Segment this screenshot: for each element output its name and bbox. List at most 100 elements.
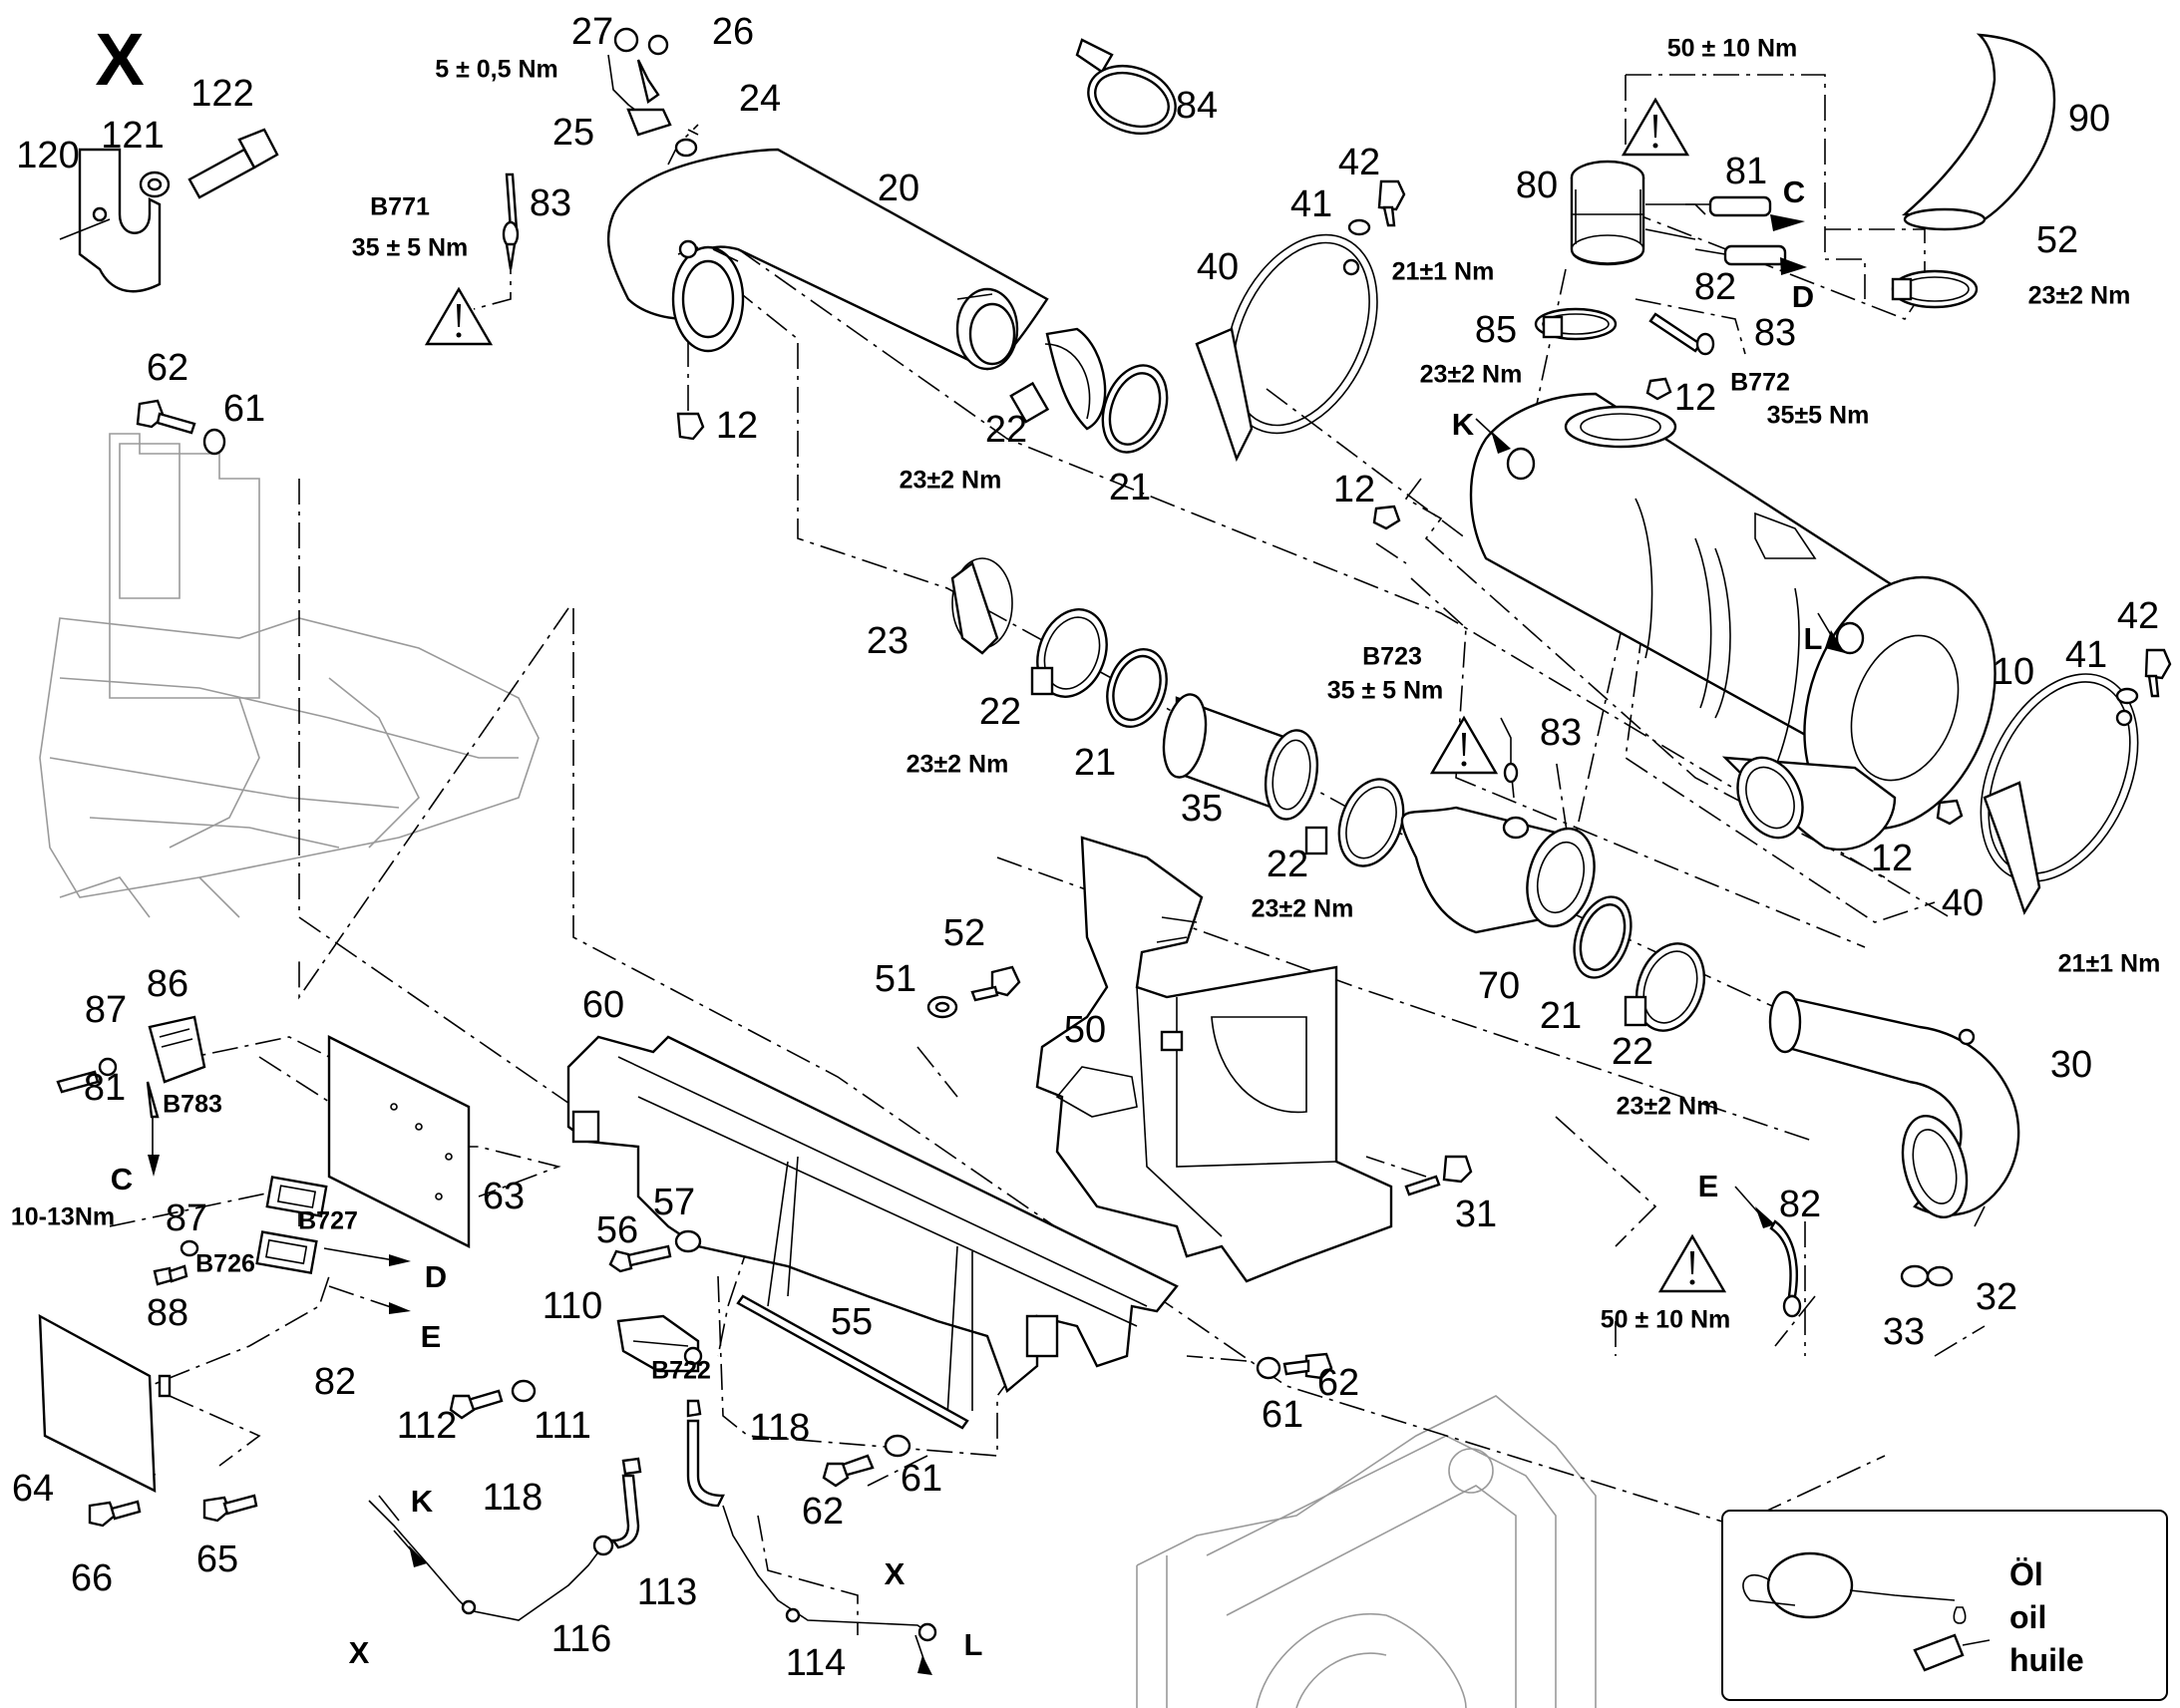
part-20-exhaust-pipe[interactable] [606, 148, 1049, 371]
part-60-cross-member[interactable] [566, 1035, 1179, 1417]
part-50-mounting-bracket[interactable] [1035, 836, 1393, 1283]
part-110-pressure-sensor[interactable] [616, 1314, 703, 1373]
part-84-cable-tie[interactable] [1075, 38, 1185, 145]
part-35-pipe[interactable] [1158, 691, 1323, 823]
part-25-temp-sensor[interactable] [607, 27, 699, 158]
part-81-pressure-sensor-top[interactable] [1685, 195, 1772, 217]
part-82-temp-sensor-top[interactable] [1694, 244, 1787, 266]
part-85-clamp[interactable] [1534, 307, 1618, 341]
torques-t7: 35±5 Nm [1767, 402, 1870, 430]
parts-p62b: 62 [1317, 1362, 1359, 1404]
part-52-bolt-mid[interactable] [970, 965, 1021, 1002]
part-57-washer[interactable] [674, 1229, 702, 1253]
part-121-washer[interactable] [139, 171, 171, 198]
parts-p41b: 41 [2065, 634, 2107, 676]
part-23-bracket[interactable] [950, 557, 1013, 655]
part-62-bolt-mid[interactable] [1282, 1352, 1333, 1380]
part-21-seal-lower[interactable] [1564, 889, 1641, 986]
part-22-clamp-bottom[interactable] [1624, 934, 1716, 1040]
part-30-elbow-pipe[interactable] [1768, 990, 2020, 1224]
part-62-bolt-lower[interactable] [822, 1454, 875, 1488]
part-114-pipe[interactable] [722, 1505, 937, 1642]
parts-p24: 24 [739, 78, 781, 120]
part-65-bolt[interactable] [202, 1494, 258, 1523]
part-21-seal-mid[interactable] [1097, 641, 1177, 735]
part-51-washer[interactable] [926, 995, 958, 1019]
sensor_codes-B726: B726 [195, 1250, 255, 1278]
part-82-sensor-b726[interactable] [255, 1230, 318, 1275]
part-22-clamp-lower[interactable] [1304, 770, 1415, 874]
parts-p88: 88 [147, 1292, 188, 1334]
letter_markers-D2: D [425, 1259, 447, 1294]
part-66-bolt[interactable] [88, 1500, 142, 1528]
part-87-screw-top[interactable] [56, 1057, 118, 1094]
parts-p82b: 82 [1779, 1184, 1821, 1225]
part-21-seal-top[interactable] [1091, 356, 1178, 461]
parts-p41a: 41 [1290, 183, 1332, 225]
parts-p32: 32 [1976, 1276, 2017, 1318]
part-41-washer-right[interactable] [2115, 687, 2139, 705]
parts-p122: 122 [190, 73, 253, 115]
part-32-washer[interactable] [1926, 1265, 1954, 1287]
parts-p81a: 81 [1725, 151, 1767, 192]
part-83-pressure-line[interactable] [502, 172, 520, 270]
part-83-pressure-line-top[interactable] [1648, 312, 1715, 356]
parts-p85: 85 [1475, 309, 1517, 351]
letter_markers-L1: L [1804, 621, 1823, 656]
warning-triangle-1 [424, 286, 494, 346]
parts-p50: 50 [1064, 1009, 1106, 1051]
part-83-pressure-line-mid[interactable] [1500, 717, 1519, 799]
torques-t2: 35 ± 5 Nm [352, 234, 469, 262]
part-70-catalyst[interactable] [1400, 806, 1605, 934]
part-81-pressure-sensor-bottom[interactable] [146, 1081, 160, 1157]
part-33-nut[interactable] [1900, 1264, 1930, 1288]
part-42-bolt-top[interactable] [1377, 179, 1406, 227]
part-63-sensor-plate[interactable] [327, 1035, 471, 1248]
part-61-washer-topleft[interactable] [202, 428, 226, 456]
part-10-muffler[interactable] [1469, 392, 2028, 855]
part-31-bolt[interactable] [1404, 1155, 1473, 1196]
part-22-clamp-mid[interactable] [1026, 599, 1119, 706]
part-61-washer-lower[interactable] [884, 1434, 911, 1458]
part-112-bolt[interactable] [449, 1389, 504, 1420]
parts-p66: 66 [71, 1557, 113, 1599]
part-56-bolt[interactable] [608, 1244, 672, 1273]
oil-legend-line-3: huile [2009, 1642, 2084, 1678]
part-118-hose-clip[interactable] [621, 1399, 702, 1476]
oil-legend-line-2: oil [2009, 1599, 2046, 1635]
part-42-bolt-right[interactable] [2144, 648, 2172, 698]
torques-t8: 23±2 Nm [900, 467, 1002, 495]
part-80-sensor-housing[interactable] [1570, 160, 1706, 266]
part-90-tailpipe[interactable] [1902, 33, 2056, 231]
direction-arrows [148, 214, 1845, 1675]
part-12-nut-d[interactable] [1936, 799, 1964, 826]
background-frame-structure [39, 433, 540, 918]
part-12-nut-b[interactable] [1645, 377, 1672, 401]
part-82-temp-sensor-mid[interactable] [1769, 1219, 1802, 1318]
part-62-bolt-topleft[interactable] [136, 399, 196, 435]
part-40-strap-top[interactable] [1195, 210, 1407, 463]
part-82-sensor-b727[interactable] [265, 1176, 328, 1218]
part-88-screw[interactable] [153, 1264, 188, 1286]
part-122-bolt[interactable] [187, 128, 279, 199]
part-116-pipe[interactable] [368, 1495, 614, 1621]
parts-p40a: 40 [1197, 246, 1239, 288]
part-120-bracket[interactable] [59, 148, 162, 293]
part-22-clamp-top[interactable] [1009, 327, 1107, 431]
letter_markers-E1: E [421, 1319, 442, 1354]
parts-p33: 33 [1883, 1311, 1925, 1353]
part-61-washer-mid[interactable] [1256, 1356, 1281, 1380]
part-12-nut-c[interactable] [1372, 505, 1401, 530]
parts-p12d: 12 [1871, 838, 1913, 879]
part-52-clamp-top[interactable] [1891, 269, 1979, 309]
part-40-strap-right[interactable] [1950, 649, 2169, 915]
part-12-nut-a[interactable] [676, 412, 705, 441]
part-41-washer-top[interactable] [1347, 218, 1371, 236]
part-86-control-unit[interactable] [148, 1015, 206, 1084]
part-87-washer-lower[interactable] [180, 1239, 199, 1257]
part-113-hose[interactable] [610, 1419, 725, 1549]
part-111-washer[interactable] [511, 1379, 537, 1403]
part-64-cover-plate[interactable] [38, 1313, 172, 1493]
sensor_codes-B727: B727 [298, 1207, 358, 1235]
part-55-rod[interactable] [736, 1294, 969, 1430]
